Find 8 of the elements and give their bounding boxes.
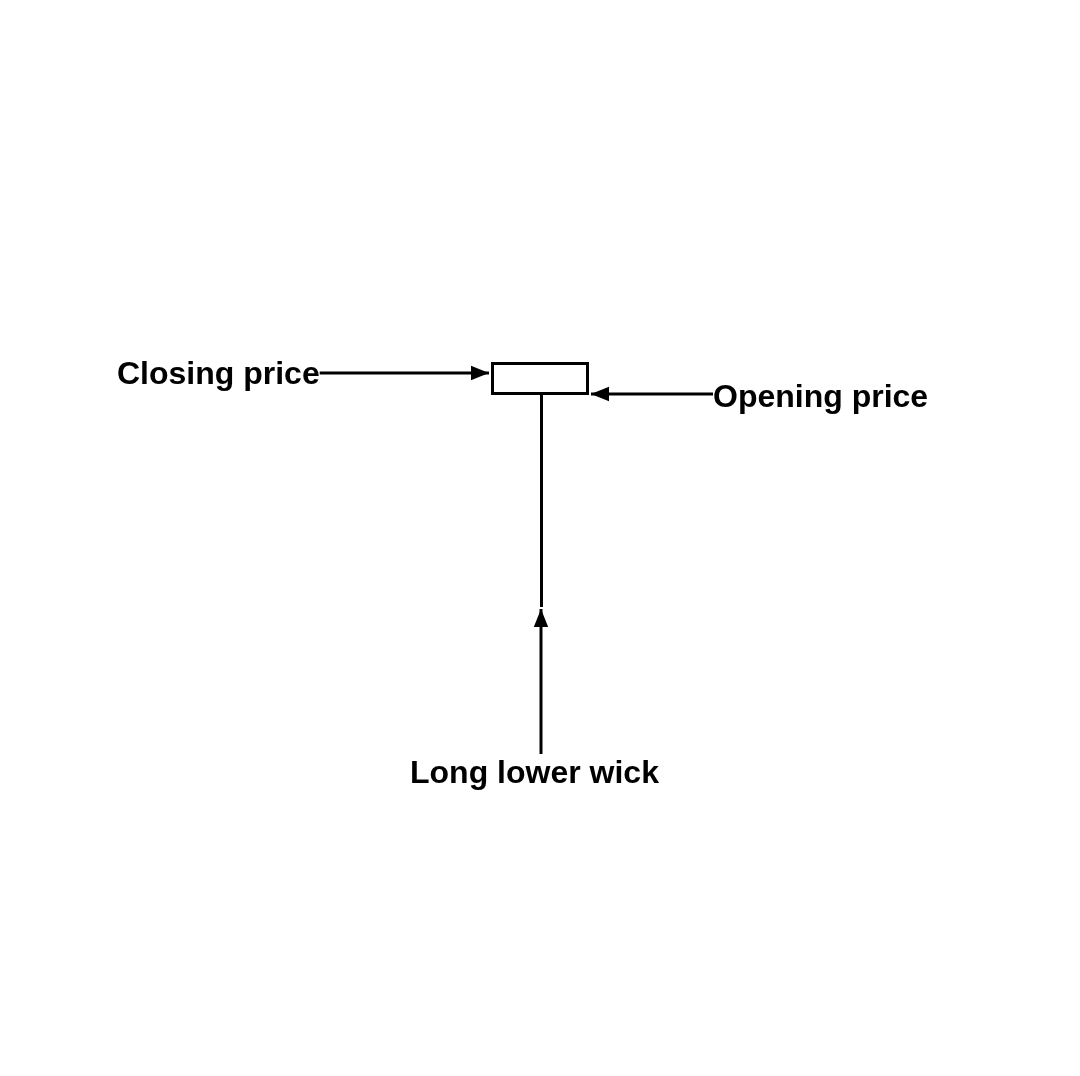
arrow bbox=[591, 386, 713, 402]
arrow bbox=[319, 365, 489, 381]
arrow bbox=[533, 609, 549, 754]
price-label: Long lower wick bbox=[410, 754, 659, 790]
price-label: Opening price bbox=[713, 378, 929, 414]
candle-wick bbox=[540, 393, 543, 607]
candle-body bbox=[491, 362, 589, 395]
price-label: Closing price bbox=[117, 355, 320, 391]
